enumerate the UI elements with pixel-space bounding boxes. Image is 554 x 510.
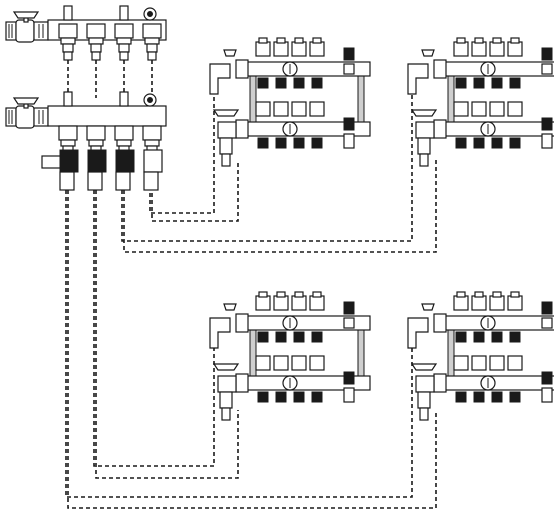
zone-manifold-top-left [209, 37, 371, 167]
source-return-manifold [5, 91, 167, 191]
zone-manifold-top-right [407, 37, 554, 167]
zone-manifold-bottom-right [407, 291, 554, 421]
ball-valve-icon [5, 97, 49, 129]
ball-valve-icon [5, 11, 49, 43]
zone-manifold-bottom-left [209, 291, 371, 421]
source-supply-manifold [5, 5, 167, 61]
